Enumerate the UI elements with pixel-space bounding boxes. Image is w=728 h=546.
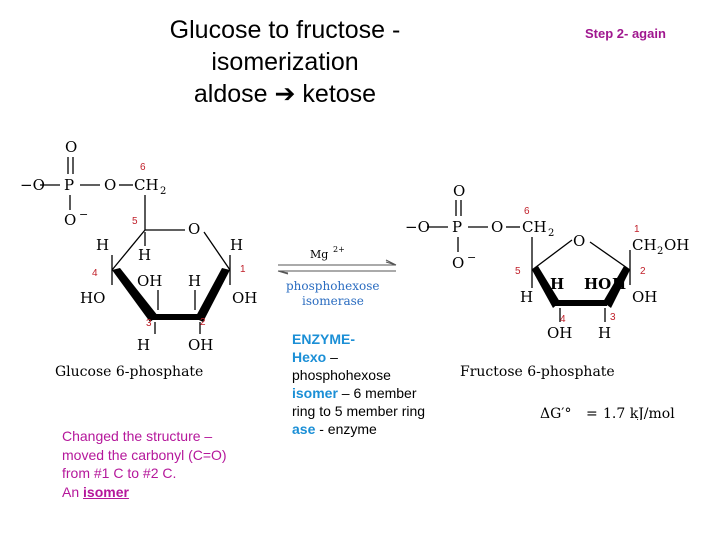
glucose-h-bottom: H [137, 336, 150, 354]
enzyme-note-title: ENZYME- [292, 331, 355, 347]
fructose-phosphate-o-bottom: O [452, 254, 464, 272]
change-note-line-4: An isomer [62, 483, 272, 502]
fructose-ho-3: HO [584, 275, 611, 293]
glucose-phosphate-o-left: −O [20, 176, 45, 194]
delta-g-symbol: ΔG′° [540, 406, 571, 420]
enzyme-note-hexo: Hexo [292, 349, 327, 365]
change-note: Changed the structure – moved the carbon… [62, 427, 272, 501]
reaction-arrows: Mg 2+ phosphohexose isomerase [277, 245, 397, 308]
change-note-prefix: An [62, 483, 84, 500]
fructose-carbon-4: 4 [560, 314, 566, 325]
glucose-carbon-5: 5 [132, 216, 138, 227]
glucose-oh-bottom: OH [188, 336, 213, 354]
step-label: Step 2- again [585, 26, 666, 41]
fructose-phosphate-o-link: O [491, 218, 503, 236]
glucose-carbon-3: 3 [146, 318, 152, 329]
slide-title: Glucose to fructose - isomerization aldo… [110, 14, 460, 110]
title-line-2: isomerization [211, 48, 359, 76]
glucose-ring-o: O [188, 220, 200, 238]
glucose-h-left: H [96, 236, 109, 254]
fructose-h-left: H [520, 288, 533, 306]
cofactor-charge: 2+ [333, 245, 345, 254]
glucose-phosphate-o-bottom: O [64, 211, 76, 229]
fructose-h-4: H [598, 324, 611, 342]
fructose-carbon-2: 2 [640, 266, 646, 277]
isomer-link[interactable]: isomer [83, 483, 129, 500]
delta-g-value: 1.7 kJ/mol [603, 406, 675, 420]
fructose-h-5: H [550, 275, 564, 293]
glucose-oh-1: OH [232, 289, 257, 307]
glucose-phosphate-minus: − [79, 208, 88, 221]
fructose-name: Fructose 6-phosphate [460, 364, 615, 380]
enzyme-label-line-1: phosphohexose [286, 279, 380, 293]
glucose-ch2-subscript: 2 [160, 186, 166, 197]
fructose-structure: O −O P O CH 2 O − O CH 2 OH OH H H HO H [405, 182, 689, 380]
glucose-h-5: H [138, 246, 151, 264]
fructose-phosphate-minus: − [467, 251, 476, 264]
fructose-ring-o: O [573, 232, 585, 250]
enzyme-note-ring-text: – 6 member ring to 5 member ring [292, 385, 426, 419]
fructose-phosphate-o-top: O [453, 182, 465, 200]
glucose-phosphate-o-link: O [104, 176, 116, 194]
title-line-1: Glucose to fructose - [169, 16, 401, 44]
fructose-phosphate-o-left: −O [405, 218, 430, 236]
glucose-name: Glucose 6-phosphate [55, 364, 203, 380]
fructose-ch2: CH [522, 218, 547, 236]
delta-g-expression: ΔG′° = 1.7 kJ/mol [540, 406, 675, 420]
glucose-carbon-1: 1 [240, 264, 246, 275]
fructose-carbon-1: 1 [634, 224, 640, 235]
enzyme-note: ENZYME- Hexo – phosphohexose isomer – 6 … [292, 330, 442, 438]
fructose-oh-4: OH [547, 324, 572, 342]
glucose-carbon-4: 4 [92, 268, 98, 279]
glucose-oh-3: OH [137, 272, 162, 290]
glucose-h-right: H [230, 236, 243, 254]
fructose-h-ring: H [612, 275, 626, 293]
glucose-h-3: H [188, 272, 201, 290]
enzyme-label-line-2: isomerase [302, 294, 364, 308]
fructose-carbon-6: 6 [524, 206, 530, 217]
glucose-phosphate-o-top: O [65, 138, 77, 156]
glucose-ho-4: HO [80, 289, 105, 307]
title-line-3: aldose ➔ ketose [193, 80, 377, 108]
change-note-line-1: Changed the structure – [62, 428, 213, 444]
enzyme-note-dash: – [326, 349, 338, 365]
cofactor-label: Mg [310, 248, 328, 261]
delta-g-equals: = [586, 406, 598, 420]
isomerization-diagram: O −O P O CH 2 O − O H H H HO OH H [20, 138, 689, 420]
glucose-phosphate-p: P [64, 176, 74, 194]
fructose-ch2-subscript: 2 [548, 228, 554, 239]
fructose-ch2oh-oh: OH [664, 236, 689, 254]
fructose-phosphate-p: P [452, 218, 462, 236]
glucose-ch2: CH [134, 176, 159, 194]
fructose-ch2oh-ch: CH [632, 236, 657, 254]
change-note-line-3: from #1 C to #2 C. [62, 465, 177, 481]
fructose-ch2oh-subscript: 2 [657, 246, 663, 257]
enzyme-note-isomer: isomer [292, 385, 338, 401]
fructose-carbon-5: 5 [515, 266, 521, 277]
glucose-carbon-2: 2 [200, 317, 206, 328]
glucose-carbon-6: 6 [140, 162, 146, 173]
change-note-line-2: moved the carbonyl (C=O) [62, 446, 227, 463]
enzyme-note-ase-text: - enzyme [315, 421, 377, 437]
enzyme-note-ase: ase [292, 421, 316, 437]
fructose-oh-2: OH [632, 288, 657, 306]
enzyme-note-phospho: phosphohexose [292, 367, 391, 383]
glucose-structure: O −O P O CH 2 O − O H H H HO OH H [20, 138, 257, 380]
fructose-carbon-3: 3 [610, 312, 616, 323]
